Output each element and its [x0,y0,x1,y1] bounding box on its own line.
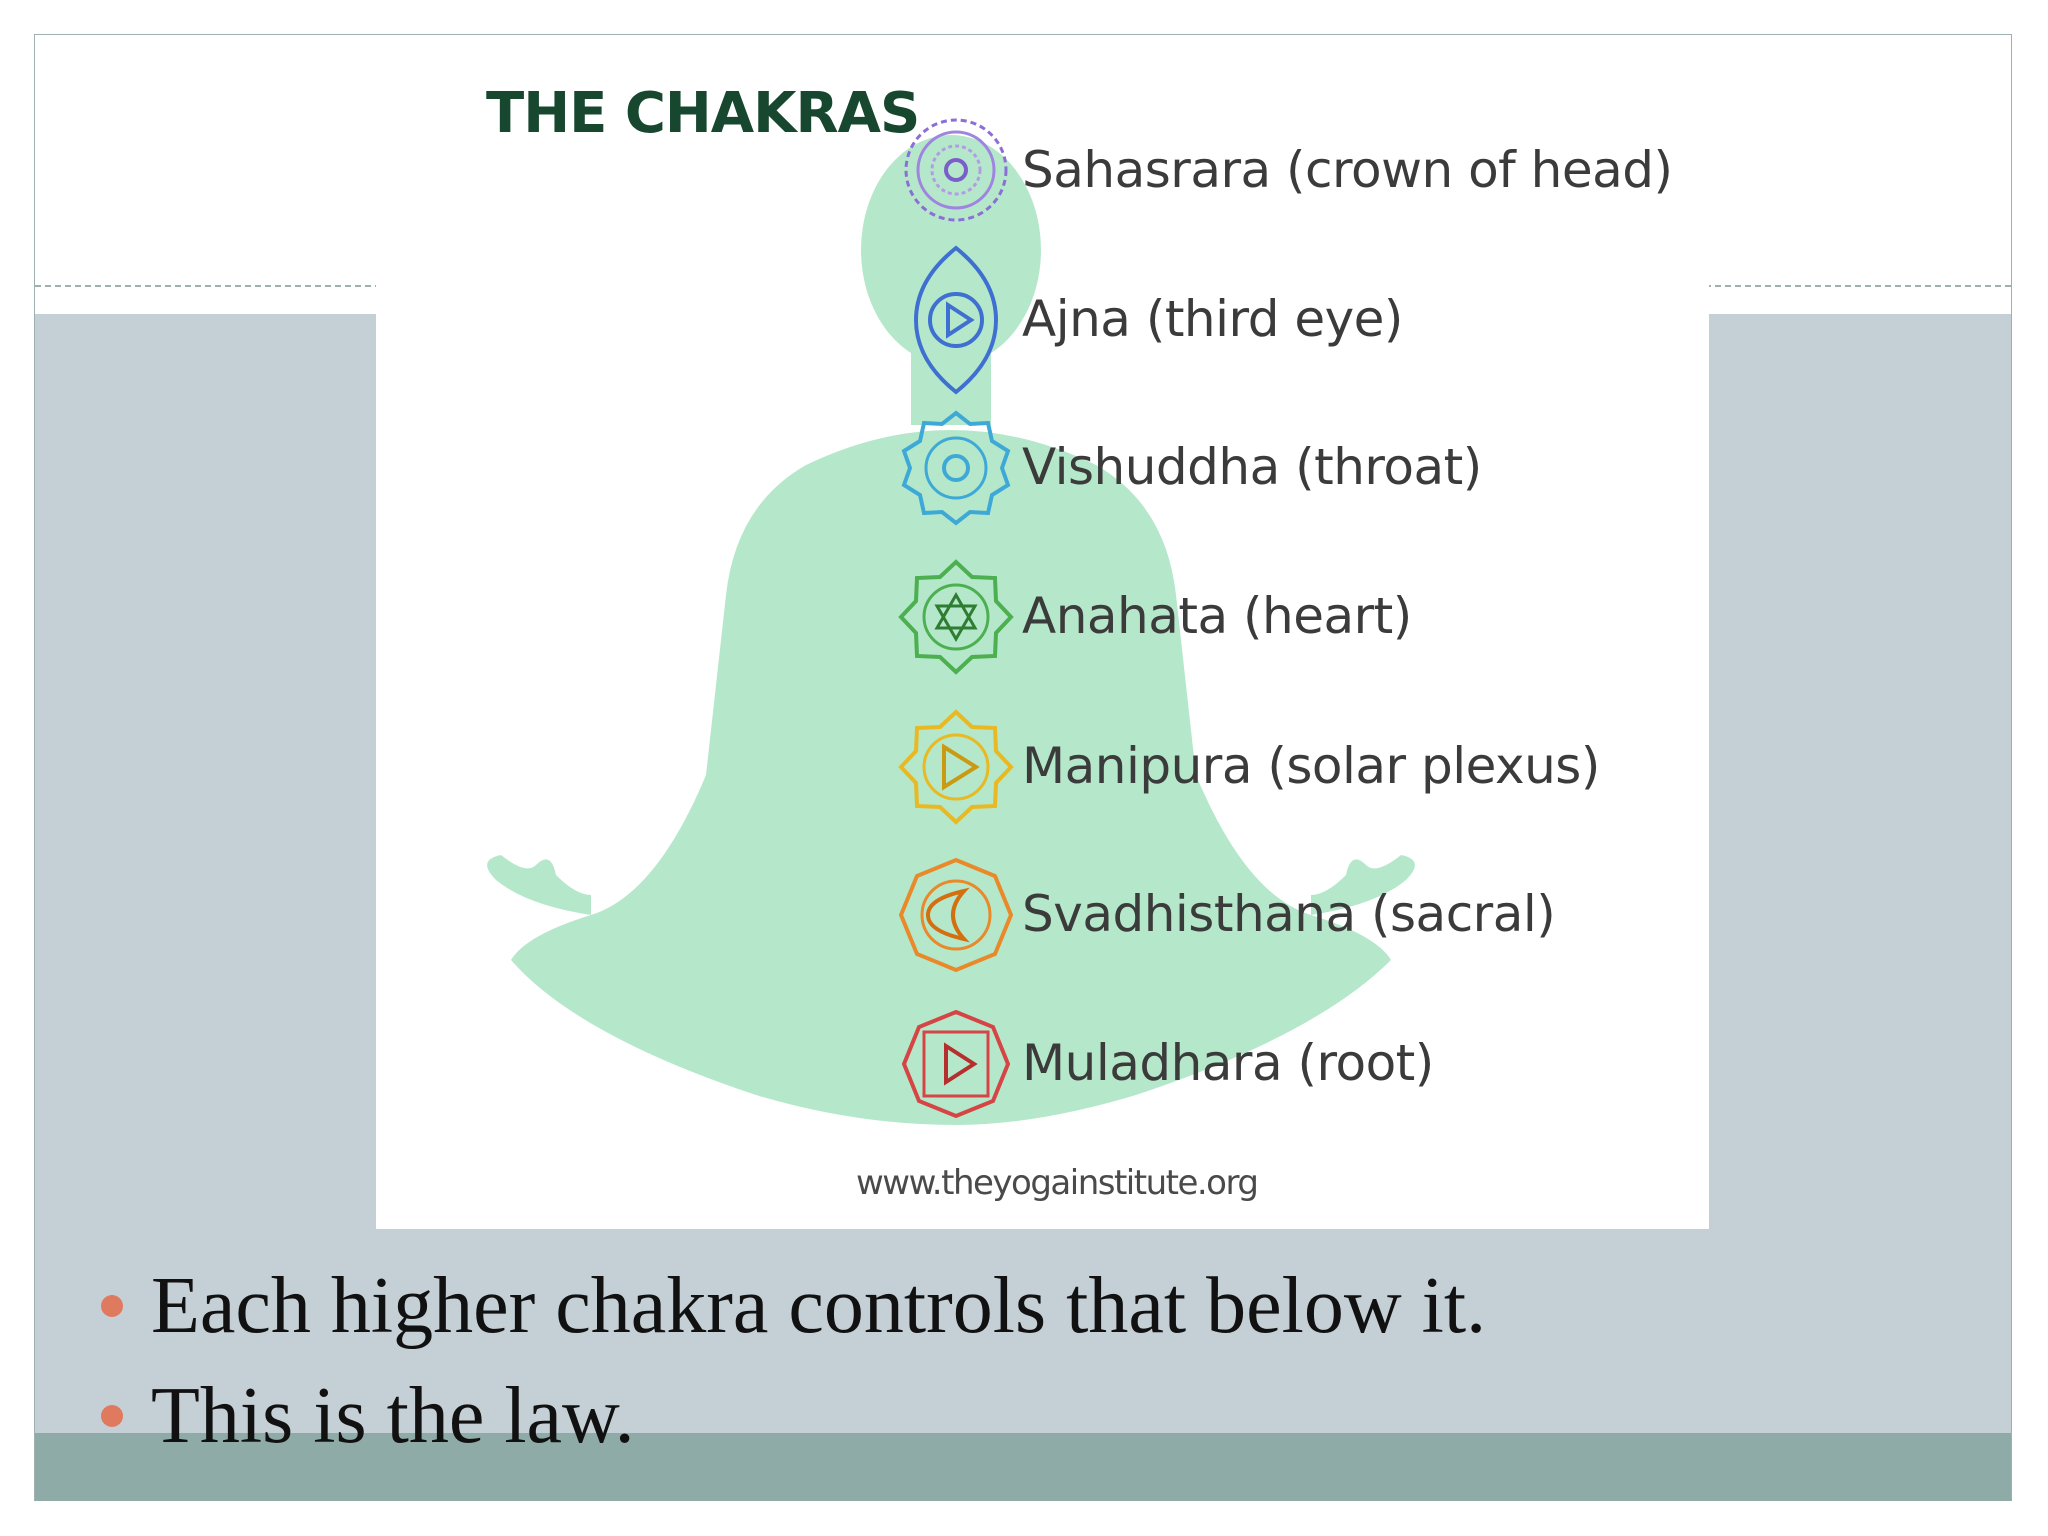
chakra-label-muladhara: Muladhara (root) [1022,1034,1434,1092]
list-item: Each higher chakra controls that below i… [79,1261,1879,1361]
bullet-text: This is the law. [151,1372,635,1460]
bullet-text: Each higher chakra controls that below i… [151,1262,1487,1350]
chakra-diagram-image: THE CHAKRAS [376,35,1709,1229]
slide-footer-band [35,1433,2011,1501]
image-source-credit: www.theyogainstitute.org [856,1163,1259,1203]
chakra-label-manipura: Manipura (solar plexus) [1022,737,1600,795]
bullet-marker-icon [101,1295,123,1317]
chakra-label-svadhisthana: Svadhisthana (sacral) [1022,885,1556,943]
bullet-marker-icon [101,1405,123,1427]
chakra-label-vishuddha: Vishuddha (throat) [1022,438,1482,496]
chakra-label-anahata: Anahata (heart) [1022,587,1412,645]
diagram-heading: THE CHAKRAS [486,81,920,146]
slide: THE CHAKRAS [34,34,2012,1501]
list-item: This is the law. [79,1371,1879,1471]
chakra-label-ajna: Ajna (third eye) [1022,290,1403,348]
chakra-label-sahasrara: Sahasrara (crown of head) [1022,141,1673,199]
